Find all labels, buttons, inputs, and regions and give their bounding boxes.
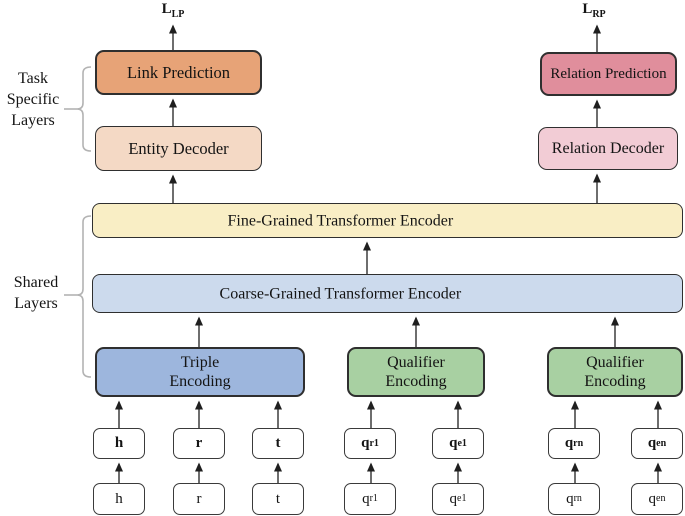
fine-grained-encoder-label: Fine-Grained Transformer Encoder: [227, 211, 454, 229]
token-h-emb-label: h: [114, 435, 124, 451]
token-h-raw: h: [93, 483, 145, 515]
token-qrn-emb-label: q: [564, 435, 574, 451]
link-prediction-label: Link Prediction: [126, 62, 231, 82]
shared-label-line1: Shared: [13, 274, 59, 291]
loss-link-prediction: LLP: [162, 1, 185, 20]
qualifier-right-line2: Encoding: [584, 373, 646, 390]
token-h-raw-label: h: [115, 490, 123, 507]
token-r-raw-label: r: [196, 490, 202, 507]
loss-rp-base: L: [582, 1, 593, 17]
token-qr1-raw-label: q: [362, 490, 370, 507]
shared-layers-label: Shared Layers: [5, 272, 67, 314]
task-specific-brace: [76, 66, 92, 152]
relation-decoder-box: Relation Decoder: [538, 127, 678, 170]
relation-prediction-box: Relation Prediction: [540, 52, 677, 96]
token-t-emb-label: t: [275, 435, 281, 451]
triple-encoding-line2: Encoding: [169, 373, 231, 390]
entity-decoder-label: Entity Decoder: [128, 138, 229, 158]
link-prediction-box: Link Prediction: [95, 50, 262, 95]
loss-lp-sub: LP: [171, 9, 185, 20]
triple-encoding-box: Triple Encoding: [95, 347, 305, 397]
token-r-embedded: r: [173, 428, 225, 459]
token-r-emb-label: r: [195, 435, 203, 451]
relation-decoder-label: Relation Decoder: [551, 139, 665, 157]
coarse-grained-encoder-label: Coarse-Grained Transformer Encoder: [219, 284, 462, 302]
entity-decoder-box: Entity Decoder: [95, 126, 262, 171]
token-qr1-emb-label: q: [361, 435, 370, 451]
token-t-raw-label: t: [275, 490, 281, 507]
token-qrn-raw-label: q: [566, 490, 574, 507]
qualifier-encoding-left-box: Qualifier Encoding: [347, 347, 485, 397]
task-label-line3: Layers: [11, 112, 55, 129]
loss-lp-base: L: [161, 1, 172, 17]
token-qen-emb-label: q: [647, 435, 657, 451]
token-t-embedded: t: [252, 428, 304, 459]
task-specific-layers-label: Task Specific Layers: [2, 68, 64, 131]
shared-brace: [76, 215, 92, 378]
coarse-grained-encoder-box: Coarse-Grained Transformer Encoder: [92, 274, 683, 313]
fine-grained-encoder-box: Fine-Grained Transformer Encoder: [92, 203, 683, 238]
token-h-embedded: h: [93, 428, 145, 459]
qualifier-left-line1: Qualifier: [387, 353, 445, 371]
qualifier-encoding-right-box: Qualifier Encoding: [547, 347, 683, 397]
loss-rp-sub: RP: [592, 9, 606, 20]
token-qe1-raw-label: q: [449, 490, 458, 507]
shared-label-line2: Layers: [14, 295, 58, 312]
token-r-raw: r: [173, 483, 225, 515]
qualifier-right-line1: Qualifier: [586, 353, 644, 371]
token-t-raw: t: [252, 483, 304, 515]
token-qen-raw-label: q: [648, 490, 657, 507]
task-label-line1: Task: [18, 70, 48, 87]
triple-encoding-line1: Triple: [180, 353, 220, 371]
qualifier-left-line2: Encoding: [385, 373, 447, 390]
relation-prediction-label: Relation Prediction: [550, 66, 667, 82]
task-label-line2: Specific: [6, 91, 60, 108]
token-qe1-emb-label: q: [449, 435, 458, 451]
group-brackets: [64, 66, 92, 378]
loss-relation-prediction: LRP: [582, 1, 605, 20]
